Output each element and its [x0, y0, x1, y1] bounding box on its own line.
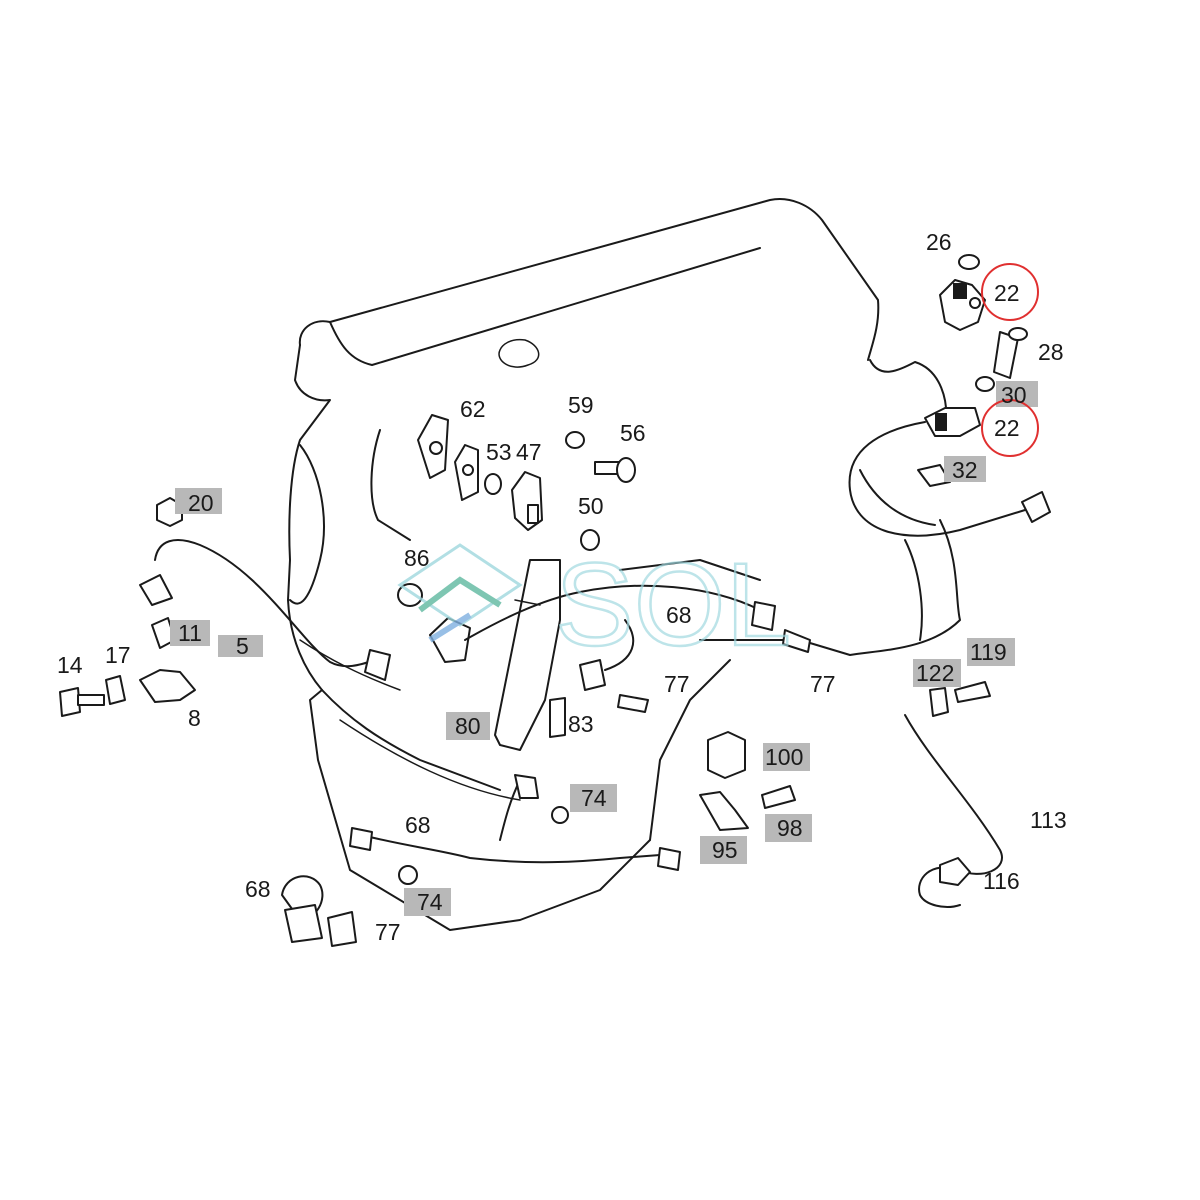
label-95: 95: [712, 837, 738, 863]
label-77-right: 77: [810, 671, 836, 697]
label-8: 8: [188, 705, 201, 731]
label-32: 32: [952, 457, 978, 483]
label-22-top: 22: [994, 280, 1020, 306]
label-22-bottom: 22: [994, 415, 1020, 441]
watermark: SOL: [397, 538, 792, 672]
label-113: 113: [1030, 807, 1067, 833]
label-14: 14: [57, 652, 83, 678]
label-83: 83: [568, 711, 594, 737]
label-26: 26: [926, 229, 952, 255]
label-122: 122: [916, 660, 954, 686]
highlight-ring-22-bottom: [981, 399, 1039, 457]
label-116: 116: [983, 868, 1020, 894]
label-119: 119: [970, 639, 1007, 665]
label-30: 30: [1001, 382, 1027, 408]
label-77-bottom: 77: [375, 919, 401, 945]
label-68-left: 68: [245, 876, 271, 902]
label-47: 47: [516, 439, 542, 465]
label-53: 53: [486, 439, 512, 465]
label-98: 98: [777, 815, 803, 841]
left-sensor-group: [59, 497, 391, 717]
label-86: 86: [404, 545, 430, 571]
highlight-ring-22-top: [981, 263, 1039, 321]
camshaft-sensor-group: [848, 254, 1051, 537]
bracket-and-cables: [397, 559, 991, 751]
label-80: 80: [455, 713, 481, 739]
label-28: 28: [1038, 339, 1064, 365]
label-68-top: 68: [666, 602, 692, 628]
engine-block: [287, 198, 961, 931]
knock-sensor-group: [281, 714, 1003, 947]
label-100: 100: [765, 744, 803, 770]
highlight-boxes: [170, 381, 1038, 916]
label-77-center: 77: [664, 671, 690, 697]
label-5: 5: [236, 633, 249, 659]
label-62: 62: [460, 396, 486, 422]
label-74-top: 74: [581, 785, 607, 811]
label-17: 17: [105, 642, 131, 668]
label-68-bottom: 68: [405, 812, 431, 838]
label-74-bottom: 74: [417, 889, 443, 915]
label-59: 59: [568, 392, 594, 418]
label-11: 11: [178, 620, 202, 646]
label-20: 20: [188, 490, 214, 516]
label-50: 50: [578, 493, 604, 519]
watermark-text: SOL: [555, 539, 791, 671]
center-top-parts: [417, 414, 636, 551]
label-56: 56: [620, 420, 646, 446]
